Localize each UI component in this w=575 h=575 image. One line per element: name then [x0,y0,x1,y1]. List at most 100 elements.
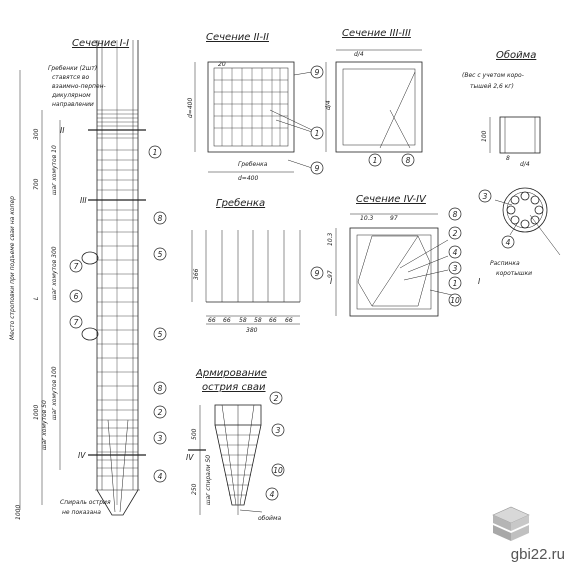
section-I-pile [19,40,146,516]
clip-title: Обойма [496,49,536,61]
s4-dim-top-1: 10.3 [360,215,374,222]
tip-dim-500: 500 [191,428,198,440]
spreader-label-2: коротышки [496,270,532,277]
s4-roman-left: I [330,277,333,286]
callout-8c: 8 [406,156,411,165]
callout-8d: 8 [453,210,458,219]
lifting-note: Место строповки при подъеме сваи на копе… [9,196,16,340]
clip-note-2: тышей 2,6 кг) [470,83,514,90]
section-II-title: Сечение II-II [206,32,269,43]
callout-3d: 3 [276,426,281,435]
roman-III: III [80,196,87,205]
callout-4a: 4 [158,472,163,481]
comb-dim-5: 66 [269,317,277,324]
callout-3c: 3 [453,264,458,273]
clip-dim-h: 100 [481,130,488,142]
clip-note-1: (Вес с учетом коро- [462,72,524,79]
comb-dim-height: 366 [193,268,200,280]
section-II-square [194,61,313,173]
callout-5a: 5 [158,250,163,259]
tip-label-bottom: обойма [258,515,281,522]
comb-note-line-5: направлении [52,101,94,108]
comb-dim-1: 66 [208,317,216,324]
callout-5b: 5 [158,330,163,339]
s2-dim-top: 20 [218,61,226,68]
section-I-title: Сечение I-I [72,38,129,49]
clip-plan [494,187,561,256]
dim-1000-a: 1000 [33,405,40,420]
spiral-note-1: Спираль острия [60,499,111,506]
callout-4b: 4 [506,238,511,247]
callout-9b: 9 [315,164,320,173]
dim-300: 300 [33,128,40,140]
clip-elevation [489,116,541,154]
clip-dim-s: 8 [506,155,510,162]
callout-4c: 4 [453,248,458,257]
s4-dim-top-2: 97 [390,215,398,222]
s3-dims-top: d/4 [354,51,364,58]
section-III-title: Сечение III-III [342,28,411,39]
callout-1b: 1 [315,129,320,138]
s4-dim-side-1: 10.3 [327,232,334,246]
watermark-text: gbi22.ru [510,546,565,563]
callout-6: 6 [74,292,79,301]
step-label-4: шаг хомутов 50 [41,400,48,450]
step-label-3: шаг хомутов 100 [51,366,58,420]
step-label-2: шаг хомутов 300 [51,246,58,300]
callout-1d: 1 [453,279,458,288]
roman-IV: IV [78,451,86,460]
callout-10a: 10 [450,296,460,305]
comb-dim-total: 380 [246,327,258,334]
tip-dim-250: 250 [191,483,198,495]
dim-700: 700 [33,178,40,190]
section-IV-square [335,213,453,317]
callout-7a: 7 [74,262,79,271]
length-label: L [33,297,40,300]
comb-note-line-4: дикулярном [51,92,91,99]
comb-note-line-2: ставятся во [52,74,89,81]
tip-roman: IV [186,453,194,462]
step-label-1: шаг хомутов 10 [51,145,58,195]
comb-title: Гребенка [216,197,265,209]
spreader-label-1: Распинка [490,260,520,267]
s4-roman-right: I [478,277,481,286]
callout-9a: 9 [315,68,320,77]
roman-II: II [60,126,65,135]
callout-2c: 2 [274,394,279,403]
callout-1c: 1 [373,156,378,165]
comb-note-line-3: взаимно-перпен- [52,83,106,90]
comb-dim-3: 58 [239,317,247,324]
s2-comb-label: Гребенка [238,161,268,168]
callout-4d: 4 [270,490,275,499]
callout-8b: 8 [158,384,163,393]
callout-7b: 7 [74,318,79,327]
callout-2a: 2 [158,408,163,417]
tip-title-1: Армирование [195,368,267,379]
section-III-square [325,49,423,153]
s2-dim-side: d=400 [187,98,194,118]
callout-3b: 3 [483,192,488,201]
callout-8a: 8 [158,214,163,223]
section-IV-title: Сечение IV-IV [356,194,427,205]
dim-1000-b: 1000 [15,505,22,520]
callout-9c: 9 [315,269,320,278]
callout-2b: 2 [453,229,458,238]
s2-dim-bottom: d=400 [238,175,258,182]
spiral-note-2: не показана [62,509,101,516]
comb-dim-4: 58 [254,317,262,324]
s4-dim-side-2: 97 [327,270,334,278]
comb-dim-6: 66 [285,317,293,324]
comb-dim-2: 66 [223,317,231,324]
tip-note: шаг спирали 50 [205,455,212,505]
callout-10b: 10 [273,466,283,475]
callout-1: 1 [153,148,158,157]
site-logo-icon [492,506,530,541]
clip-dim-w: d/4 [520,161,530,168]
tip-reinforcement [188,404,263,515]
comb-note-line-1: Гребенки (2шт) [48,65,97,72]
callout-3a: 3 [158,434,163,443]
s3-dim-side: d/4 [325,100,332,110]
comb-drawing [191,230,301,325]
tip-title-2: острия сваи [202,382,266,393]
